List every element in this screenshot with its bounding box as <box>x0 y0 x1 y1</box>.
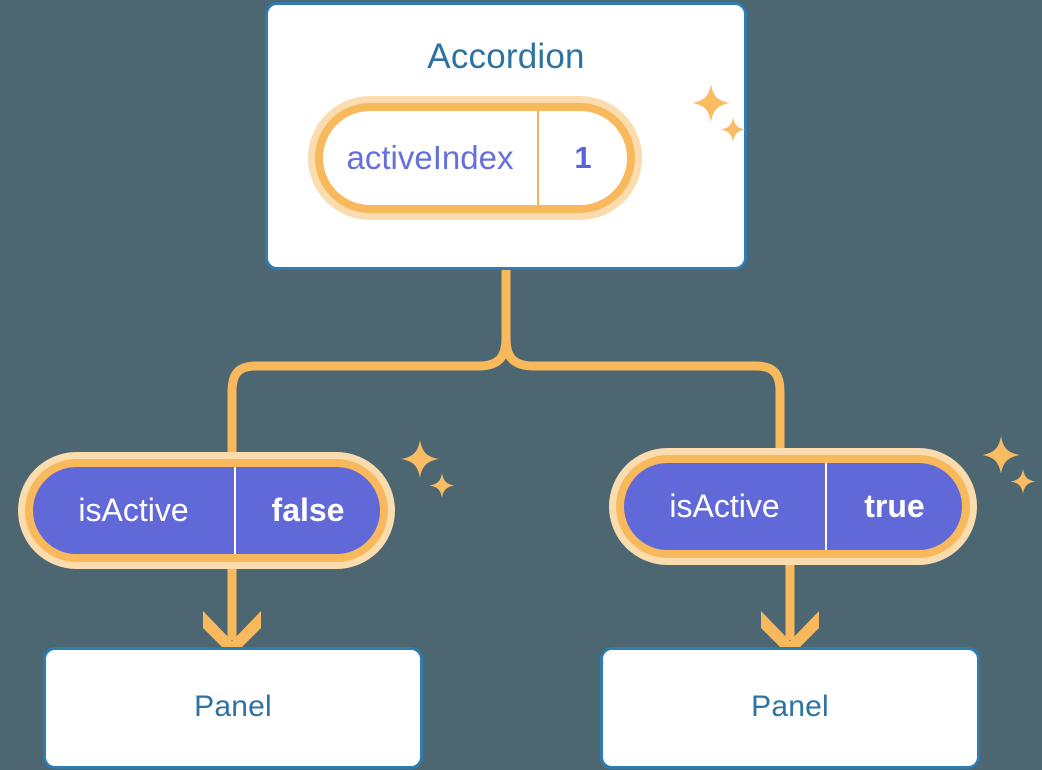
pill-inner-ring: isActive false <box>25 459 388 562</box>
sparkle-icon <box>401 440 439 478</box>
pill-outer-ring: isActive false <box>18 452 395 569</box>
pill-inner-ring: isActive true <box>616 455 970 558</box>
state-key-label: activeIndex <box>323 111 539 205</box>
arrow-down-right <box>761 562 819 657</box>
prop-key-label: isActive <box>624 463 827 550</box>
props-pill-isactive-false[interactable]: isActive false <box>18 452 395 569</box>
sparkle-icon-group-left <box>401 440 455 498</box>
panel-title: Panel <box>194 690 272 723</box>
state-value-label: 1 <box>574 140 592 175</box>
props-pill-isactive-true[interactable]: isActive true <box>609 448 977 565</box>
state-pill-activeindex[interactable]: activeIndex 1 <box>308 96 642 220</box>
pill-outer-ring: isActive true <box>609 448 977 565</box>
pill-outer-ring: activeIndex 1 <box>308 96 642 220</box>
branch-right <box>501 333 785 453</box>
sparkle-icon <box>982 436 1020 474</box>
pill-inner-ring: activeIndex 1 <box>315 103 635 213</box>
panel-title: Panel <box>751 690 829 723</box>
sparkle-small-icon <box>1010 469 1036 494</box>
prop-value-label: true <box>864 488 925 524</box>
sparkle-small-icon <box>429 473 455 498</box>
panel-component-card-left[interactable]: Panel <box>43 647 423 769</box>
prop-key-label: isActive <box>33 467 236 554</box>
sparkle-icon-group-right <box>982 436 1036 494</box>
prop-value-label: false <box>271 492 345 528</box>
accordion-title: Accordion <box>427 37 585 76</box>
branch-left <box>227 333 511 457</box>
panel-component-card-right[interactable]: Panel <box>600 647 980 769</box>
arrow-down-left <box>203 566 261 657</box>
